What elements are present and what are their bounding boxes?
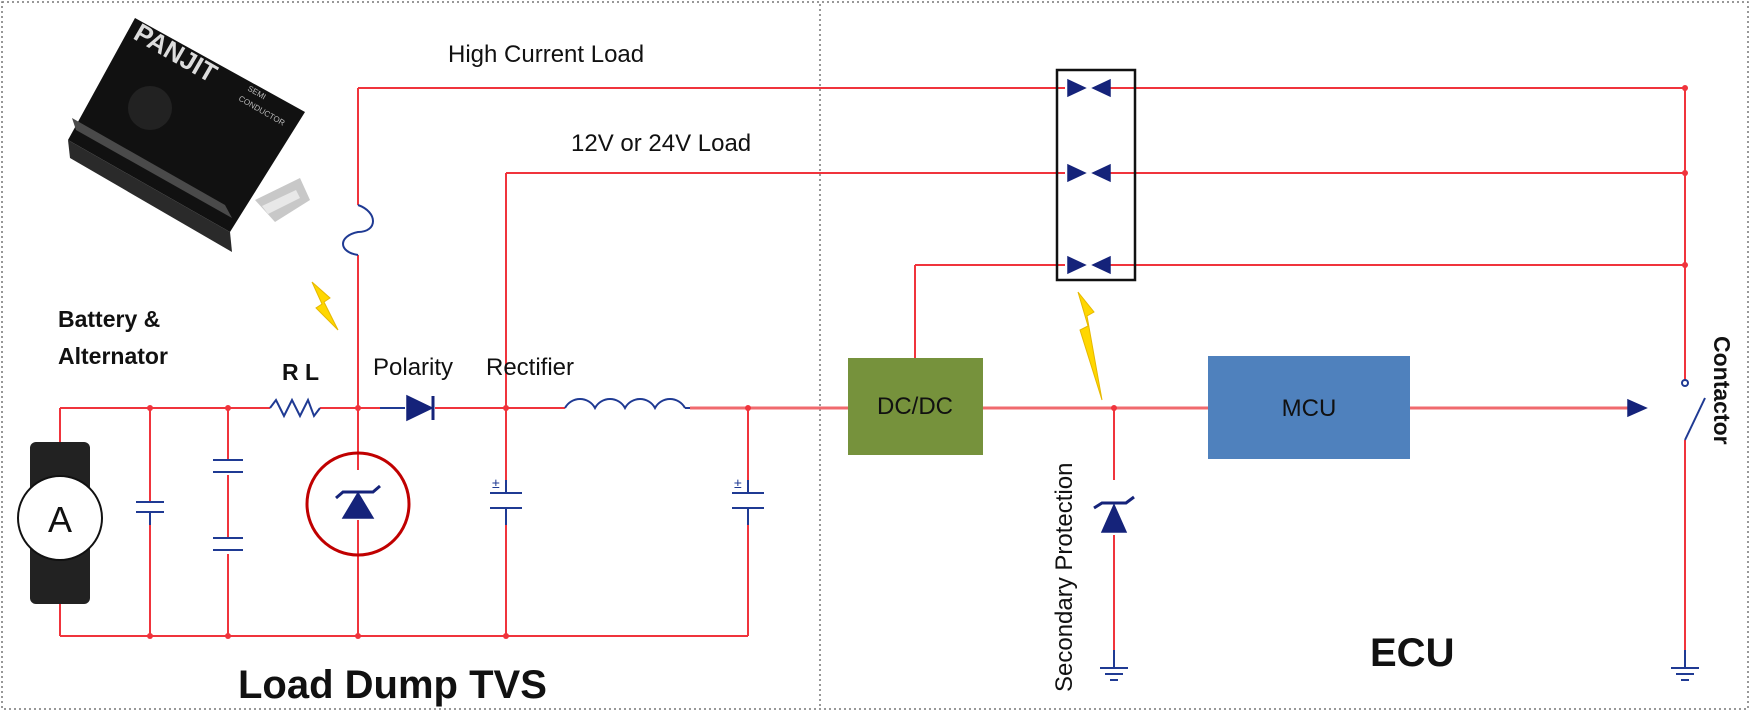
dcdc-converter: DC/DC [848, 358, 983, 455]
rectifier-label: Rectifier [486, 354, 574, 381]
connector-block [1055, 68, 1137, 282]
contactor-label: Contactor [1709, 336, 1735, 445]
lightning-bolt-icon [1077, 291, 1103, 401]
ground-symbol [1100, 650, 1128, 681]
mcu-block: MCU [1208, 356, 1410, 459]
contactor-switch [1681, 379, 1706, 441]
mcu-output-arrow [1627, 398, 1648, 418]
battery-alternator-label-line1: Battery & [58, 306, 160, 332]
ecu-label: ECU [1370, 631, 1454, 675]
capacitor-series-pair [213, 459, 243, 551]
dcdc-label: DC/DC [877, 393, 953, 420]
mcu-label: MCU [1282, 395, 1337, 422]
svg-text:±: ± [492, 475, 500, 491]
tvs-package-image: PANJIT SEMI CONDUCTOR [68, 17, 310, 252]
polarized-capacitor-1: ± [490, 475, 522, 525]
polarized-capacitor-2: ± [732, 475, 764, 525]
rl-label: R L [282, 359, 319, 385]
fuse [342, 204, 374, 256]
battery-alternator-label-line2: Alternator [58, 343, 168, 369]
alternator-label: A [48, 499, 72, 540]
wiring [59, 87, 1686, 650]
polarity-diode [380, 394, 435, 422]
secondary-tvs-diode [1093, 495, 1135, 533]
resistor-rl [269, 397, 321, 419]
polarity-label: Polarity [373, 354, 453, 381]
lightning-bolt-icon [311, 281, 339, 331]
load-12v-24v-label: 12V or 24V Load [571, 130, 751, 157]
secondary-protection-label: Secondary Protection [1051, 463, 1078, 692]
junction-dots [147, 85, 1688, 639]
alternator-symbol: A [17, 442, 103, 604]
load-dump-tvs-label: Load Dump TVS [238, 663, 547, 707]
ground-symbol [1671, 650, 1699, 681]
inductor [564, 398, 686, 411]
load-dump-tvs-diode [305, 451, 411, 557]
capacitor-1 [136, 501, 164, 525]
high-current-load-label: High Current Load [448, 41, 644, 68]
svg-text:±: ± [734, 475, 742, 491]
tvs-highlight-circle [305, 451, 411, 557]
